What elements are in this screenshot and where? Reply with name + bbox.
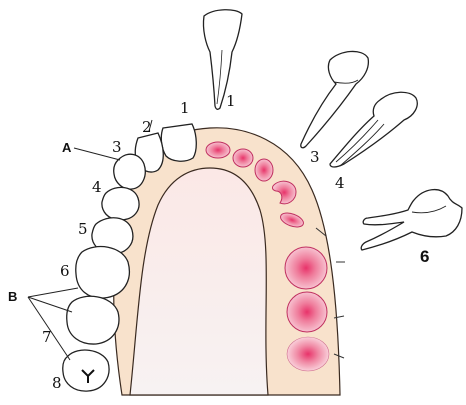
socket-second-molar	[287, 292, 327, 332]
detached-incisor	[203, 10, 242, 110]
socket-third-molar	[287, 337, 329, 371]
label-first-premolar: 4	[92, 178, 102, 196]
tooth-second-molar	[67, 296, 119, 344]
label-second-molar: 7	[42, 328, 52, 346]
callout-b: B	[8, 289, 17, 304]
label-premolar-root: 4	[335, 174, 345, 192]
tooth-first-molar	[76, 247, 130, 299]
label-second-premolar: 5	[78, 220, 88, 238]
label-third-molar: 8	[52, 374, 62, 392]
socket-lateral-incisor	[233, 149, 253, 167]
label-canine: 3	[112, 138, 122, 156]
socket-central-incisor	[206, 142, 230, 158]
label-central-incisor: 1	[180, 99, 190, 117]
label-canine-root: 3	[310, 148, 320, 166]
callout-a: A	[62, 140, 72, 155]
socket-first-molar	[285, 247, 327, 289]
label-molar-root: 6	[420, 247, 429, 266]
tooth-central-incisor	[161, 124, 196, 161]
label-lateral-incisor: 2	[142, 118, 152, 136]
label-incisor-root: 1	[226, 92, 236, 110]
tooth-third-molar	[63, 350, 109, 391]
socket-canine	[255, 159, 273, 181]
tooth-first-premolar	[102, 187, 139, 220]
label-first-molar: 6	[60, 262, 70, 280]
detached-molar	[361, 190, 462, 250]
